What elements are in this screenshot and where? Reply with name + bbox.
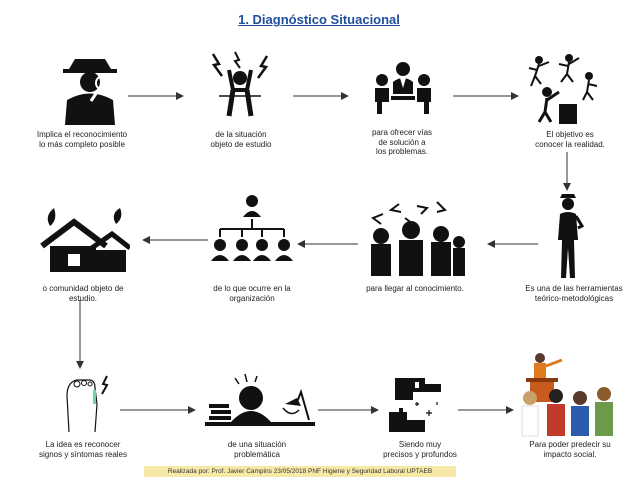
caption-objective: El objetivo es conocer la realidad. [535, 130, 605, 149]
page-title: 1. Diagnóstico Situacional [238, 12, 400, 27]
caption-organization: de lo que ocurre en la organización [213, 284, 291, 303]
group-discussion-icon [370, 201, 465, 276]
desk-worker-icon [205, 373, 315, 426]
stress-person-icon [211, 51, 269, 117]
caption-precision: Siendo muy precisos y profundos [383, 440, 457, 459]
meeting-group-icon [375, 62, 431, 114]
organization-chart-icon [211, 195, 293, 261]
caption-symptoms: La idea es reconocer signos y síntomas r… [38, 440, 128, 459]
caption-tools: Es una de las herramientas teórico-metod… [525, 284, 623, 303]
puzzle-hands-icon [389, 378, 441, 432]
caption-recognition: Implica el reconocimiento lo más complet… [36, 130, 128, 149]
caption-community: o comunidad objeto de estudio. [42, 284, 124, 303]
caption-impact: Para poder predecir su impacto social. [529, 440, 611, 459]
reaching-people-icon [528, 54, 598, 124]
standing-person-icon [558, 194, 584, 278]
community-houses-icon [40, 208, 130, 272]
caption-situation: de la situación objeto de estudio [210, 130, 272, 149]
caption-knowledge: para llegar al conocimiento. [366, 284, 464, 293]
detective-icon [63, 59, 117, 125]
caption-problem: de una situación problemática [227, 440, 287, 459]
author-credit: Realizada por: Prof. Javier Campins 23/0… [144, 466, 456, 477]
presentation-audience-icon [521, 353, 613, 437]
injured-foot-icon [66, 375, 109, 433]
caption-solutions: para ofrecer vías de solución a los prob… [371, 128, 433, 156]
